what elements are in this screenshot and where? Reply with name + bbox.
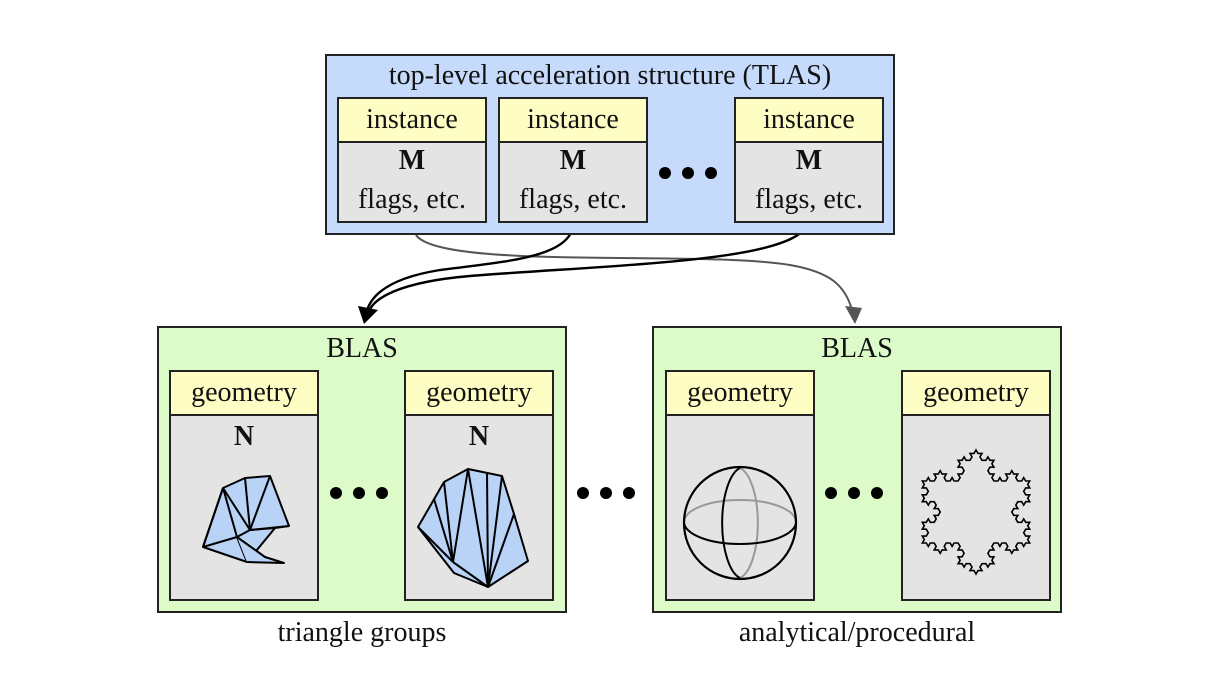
triangle-mesh-icon — [202, 475, 290, 564]
instance-header: instance — [736, 99, 882, 143]
geometry-card-triangles-1: geometry N — [169, 370, 319, 601]
instance-flags: flags, etc. — [754, 184, 864, 215]
arrow-instance1-to-blas-right — [415, 234, 853, 311]
arrow-instance3-to-blas-left — [366, 221, 810, 315]
instance-flags: flags, etc. — [357, 184, 467, 215]
koch-snowflake-icon — [920, 448, 1032, 576]
instance-header: instance — [500, 99, 646, 143]
arrow-head-blas-right — [845, 306, 862, 324]
instance-flags: flags, etc. — [518, 184, 628, 215]
instance-card-1: instance M flags, etc. — [337, 97, 487, 223]
caption-analytical-procedural: analytical/procedural — [738, 617, 976, 648]
ellipsis-icon-tlas — [659, 167, 717, 179]
instance-card-2: instance M flags, etc. — [498, 97, 648, 223]
geometry-normal-label: N — [468, 421, 490, 452]
geometry-header: geometry — [406, 372, 552, 416]
geometry-header: geometry — [171, 372, 317, 416]
geometry-card-procedural-2: geometry — [901, 370, 1051, 601]
koch-snowflake-outline — [920, 448, 1032, 576]
instance-header: instance — [339, 99, 485, 143]
geometry-card-triangles-2: geometry N — [404, 370, 554, 601]
instance-card-3: instance M flags, etc. — [734, 97, 884, 223]
geometry-header: geometry — [667, 372, 813, 416]
arrow-head-blas-left — [358, 306, 378, 324]
blas-title: BLAS — [821, 333, 893, 364]
arrow-instance2-to-blas-left — [364, 221, 575, 315]
instance-matrix: M — [795, 145, 823, 176]
sphere-icon — [682, 465, 798, 581]
triangle-fan-icon — [417, 468, 529, 588]
ellipsis-icon-blas — [577, 487, 635, 499]
instance-matrix: M — [559, 145, 587, 176]
geometry-normal-label: N — [233, 421, 255, 452]
instance-matrix: M — [398, 145, 426, 176]
ellipsis-icon-procedural — [825, 487, 883, 499]
caption-triangle-groups: triangle groups — [277, 617, 447, 648]
geometry-header: geometry — [903, 372, 1049, 416]
geometry-card-procedural-1: geometry — [665, 370, 815, 601]
tlas-title: top-level acceleration structure (TLAS) — [388, 60, 832, 91]
ellipsis-icon-triangles — [330, 487, 388, 499]
blas-title: BLAS — [326, 333, 398, 364]
